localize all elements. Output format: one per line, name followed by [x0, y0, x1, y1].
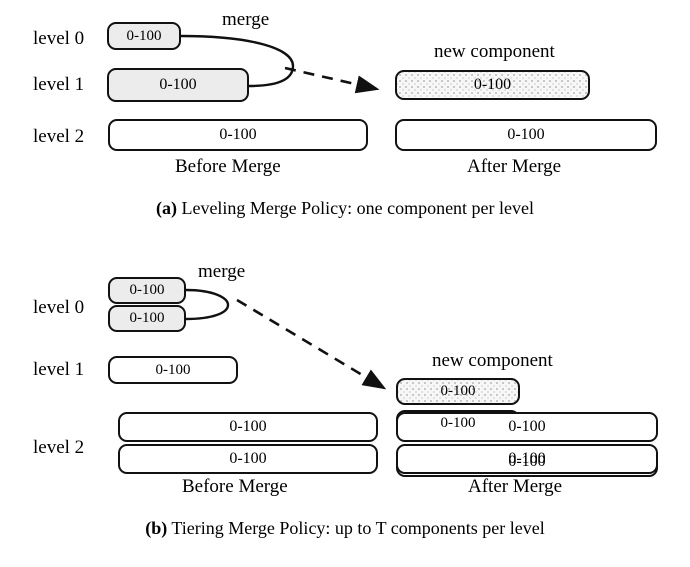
panel-b-before-level1-component[interactable]: 0-100 [108, 356, 238, 384]
panel-b-after-level2-row-2[interactable]: 0-100 [396, 444, 658, 474]
panel-a-caption-text: Leveling Merge Policy: one component per… [176, 198, 535, 218]
panel-a-after-new-component[interactable]: 0-100 [395, 70, 590, 100]
panel-b-level-2-label: level 2 [33, 437, 85, 458]
panel-b-merge-label: merge [198, 261, 246, 282]
panel-b-merge-bracket [184, 288, 230, 321]
component-range: 0-100 [508, 453, 546, 470]
panel-a-before-merge-label: Before Merge [175, 156, 281, 177]
component-range: 0-100 [508, 418, 546, 435]
panel-b-caption: (b) Tiering Merge Policy: up to T compon… [0, 518, 690, 539]
component-range: 0-100 [508, 450, 546, 467]
component-range: 0-100 [219, 126, 257, 143]
panel-b-before-level2-component-1[interactable]: 0-100 [118, 412, 378, 442]
component-range: 0-100 [507, 126, 545, 143]
panel-b-after-new-component[interactable]: 0-100 [396, 378, 520, 405]
panel-a-caption-tag: (a) [155, 198, 177, 218]
panel-b-before-level0-component-1[interactable]: 0-100 [108, 277, 186, 304]
panel-a-level-0-label: level 0 [33, 28, 85, 49]
component-range: 0-100 [229, 450, 267, 467]
component-range: 0-100 [473, 76, 512, 93]
panel-a-level-2-label: level 2 [33, 126, 85, 147]
panel-a-before-level1-component[interactable]: 0-100 [107, 68, 249, 102]
component-range: 0-100 [440, 383, 476, 399]
panel-a-before-level0-component[interactable]: 0-100 [107, 22, 181, 50]
panel-b-before-merge-label: Before Merge [182, 476, 288, 497]
panel-b-before-level0-component-2[interactable]: 0-100 [108, 305, 186, 332]
panel-a-new-component-label: new component [434, 41, 555, 62]
panel-b-level-0-label: level 0 [33, 297, 85, 318]
panel-b-merge-arrow [236, 298, 387, 390]
component-range: 0-100 [159, 76, 197, 93]
panel-b-after-level2-row-1[interactable]: 0-100 [396, 412, 658, 442]
panel-a-after-merge-label: After Merge [467, 156, 562, 177]
panel-b-new-component-label: new component [432, 350, 553, 371]
component-range: 0-100 [155, 361, 191, 378]
panel-b-caption-tag: (b) [145, 518, 168, 538]
panel-a-merge-arrow [284, 66, 380, 94]
panel-a-level-1-label: level 1 [33, 74, 85, 95]
panel-a-before-level2-component[interactable]: 0-100 [108, 119, 368, 151]
panel-a-merge-label: merge [222, 9, 270, 30]
component-range: 0-100 [129, 282, 165, 298]
panel-b-after-merge-label: After Merge [468, 476, 563, 497]
panel-b-before-level2-component-2[interactable]: 0-100 [118, 444, 378, 474]
panel-b-level-1-label: level 1 [33, 359, 85, 380]
panel-a-caption: (a) Leveling Merge Policy: one component… [0, 198, 690, 219]
component-range: 0-100 [126, 27, 162, 44]
component-range: 0-100 [440, 415, 476, 431]
panel-b-caption-text: Tiering Merge Policy: up to T components… [167, 518, 545, 538]
panel-a-after-level2-component[interactable]: 0-100 [395, 119, 657, 151]
component-range: 0-100 [229, 418, 267, 435]
component-range: 0-100 [129, 310, 165, 326]
